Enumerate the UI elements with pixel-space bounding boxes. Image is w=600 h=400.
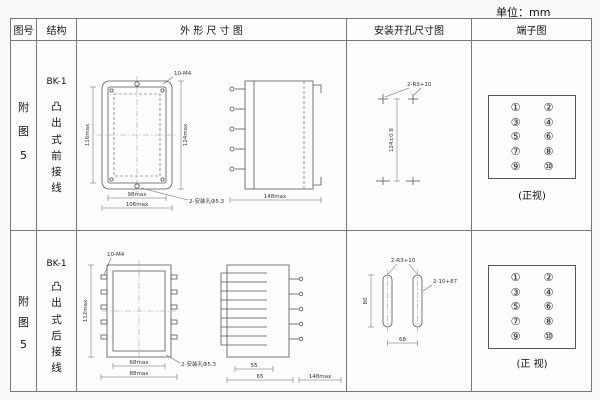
dim-height-left-row2: 112max [83,299,89,322]
side-view-dimensions-row1: 148max [229,194,322,203]
mounting-holes-row1 [376,94,420,185]
front-view-row2 [100,260,178,362]
cell-mounting-row2: 2-R3+10 2-10+87 80 68 [347,231,472,391]
outline-drawing-row1: 116max 124max 98max 106max 10-M4 2-安装孔Φ5… [85,71,322,211]
terminal-pin: ④ [543,115,554,129]
terminal-pin: ⑦ [510,315,521,329]
terminal-pin: ⑦ [510,145,521,159]
cell-terminal-row1: ① ② ③ ④ ⑤ ⑥ ⑦ ⑧ ⑨ ⑩ (正视) [472,41,591,231]
front-view-dimensions-row1: 116max 124max 98max 106max 10-M4 2-安装孔Φ5… [85,71,225,211]
terminal-caption-row1: (正视) [518,191,546,202]
hole-label-row2: 2-安装孔Φ5.3 [181,360,217,368]
front-view-row1 [97,76,177,194]
dim-side-length-row2: 148max [309,374,332,380]
terminal-grid-row1: ① ② ③ ④ ⑤ ⑥ ⑦ ⑧ ⑨ ⑩ [489,96,575,178]
terminal-pin: ⑥ [543,300,554,314]
cell-fig-no-row1: 附图5 [11,41,37,231]
terminal-pin: ⑧ [543,145,554,159]
mounting-vdim-row2: 80 [363,297,369,304]
side-view-row1 [229,80,322,190]
mounting-vspacing-row1: 124±0.8 [389,128,395,152]
terminal-pin: ① [510,100,521,114]
fig-no-row2: 附图5 [18,295,29,351]
side-view-dimensions-row2: 55 65 148max [226,363,342,383]
screw-label-row2: 10-M4 [107,252,125,258]
header-structure: 结构 [37,19,77,41]
dim-b-row2: 65 [257,374,264,380]
mounting-hole-label-right-row2: 2-10+87 [433,279,458,285]
dim-a-row2: 55 [251,363,258,369]
cell-outline-row2: 112max 10-M4 68max 88max 2-安装孔Φ5.3 [77,231,347,391]
dim-width-inner-row1: 98max [128,192,148,198]
cell-fig-no-row2: 附图5 [11,231,37,391]
terminal-diagram-row2: ① ② ③ ④ ⑤ ⑥ ⑦ ⑧ ⑨ ⑩ [488,265,576,349]
front-view-dimensions-row2: 112max 10-M4 68max 88max 2-安装孔Φ5.3 [83,252,217,380]
model-row1: BK-1 [46,77,67,87]
dim-width-outer-row2: 88max [130,371,150,377]
terminal-pin: ② [543,100,554,114]
dim-width-inner-row2: 68max [130,360,150,366]
terminal-pin: ⑩ [543,330,554,344]
terminal-pin: ⑨ [510,330,521,344]
mounting-hdim-row2: 68 [399,337,406,343]
terminal-pin: ⑥ [543,130,554,144]
mounting-hole-label-row1: 2-R3+10 [407,82,432,88]
terminal-pin: ③ [510,115,521,129]
terminal-pin: ⑤ [510,130,521,144]
side-view-row2 [220,264,304,358]
header-mounting: 安装开孔尺寸图 [347,19,472,41]
model-row2: BK-1 [46,259,67,269]
dim-side-length-row1: 148max [264,194,287,200]
mounting-dimensions-row1: 2-R3+10 124±0.8 [384,82,432,182]
cell-structure-row2: BK-1 凸出式后接线 [37,231,77,391]
cell-outline-row1: 116max 124max 98max 106max 10-M4 2-安装孔Φ5… [77,41,347,231]
mounting-hole-label-top-row2: 2-R3+10 [391,258,416,264]
cell-terminal-row2: ① ② ③ ④ ⑤ ⑥ ⑦ ⑧ ⑨ ⑩ (正 视) [472,231,591,391]
terminal-grid-row2: ① ② ③ ④ ⑤ ⑥ ⑦ ⑧ ⑨ ⑩ [489,266,575,348]
cell-mounting-row1: 2-R3+10 124±0.8 [347,41,472,231]
terminal-pin: ⑤ [510,300,521,314]
dim-height-left-row1: 116max [85,123,91,146]
terminal-pin: ⑨ [510,160,521,174]
dim-height-right-row1: 124max [183,123,189,146]
terminal-pin: ⑧ [543,315,554,329]
terminal-pin: ⑩ [543,160,554,174]
unit-label: 单位：mm [496,6,551,19]
structure-row1: 凸出式前接线 [51,101,62,195]
header-outline: 外 形 尺 寸 图 [77,19,347,41]
structure-row2: 凸出式后接线 [51,281,62,375]
terminal-pin: ② [543,270,554,284]
terminal-pin: ③ [510,285,521,299]
fig-no-row1: 附图5 [18,101,29,163]
mounting-slots-row2 [382,269,423,333]
terminal-pin: ④ [543,285,554,299]
mounting-drawing-row2: 2-R3+10 2-10+87 80 68 [363,258,458,346]
header-terminal: 端子图 [472,19,591,41]
mounting-drawing-row1: 2-R3+10 124±0.8 [376,82,432,185]
terminal-pin: ① [510,270,521,284]
terminal-diagram-row1: ① ② ③ ④ ⑤ ⑥ ⑦ ⑧ ⑨ ⑩ [488,95,576,179]
cell-structure-row1: BK-1 凸出式前接线 [37,41,77,231]
outline-drawing-row2: 112max 10-M4 68max 88max 2-安装孔Φ5.3 [83,252,342,383]
spec-table: 图号 结构 外 形 尺 寸 图 安装开孔尺寸图 端子图 附图5 BK-1 凸出式… [10,18,592,392]
terminal-caption-row2: (正 视) [516,359,548,370]
dim-width-outer-row1: 106max [126,202,149,208]
header-fig-no: 图号 [11,19,37,41]
mounting-dimensions-row2: 2-R3+10 2-10+87 80 68 [363,258,458,346]
hole-label-row1: 2-安装孔Φ5.3 [189,197,225,205]
screw-label-row1: 10-M4 [174,71,192,77]
